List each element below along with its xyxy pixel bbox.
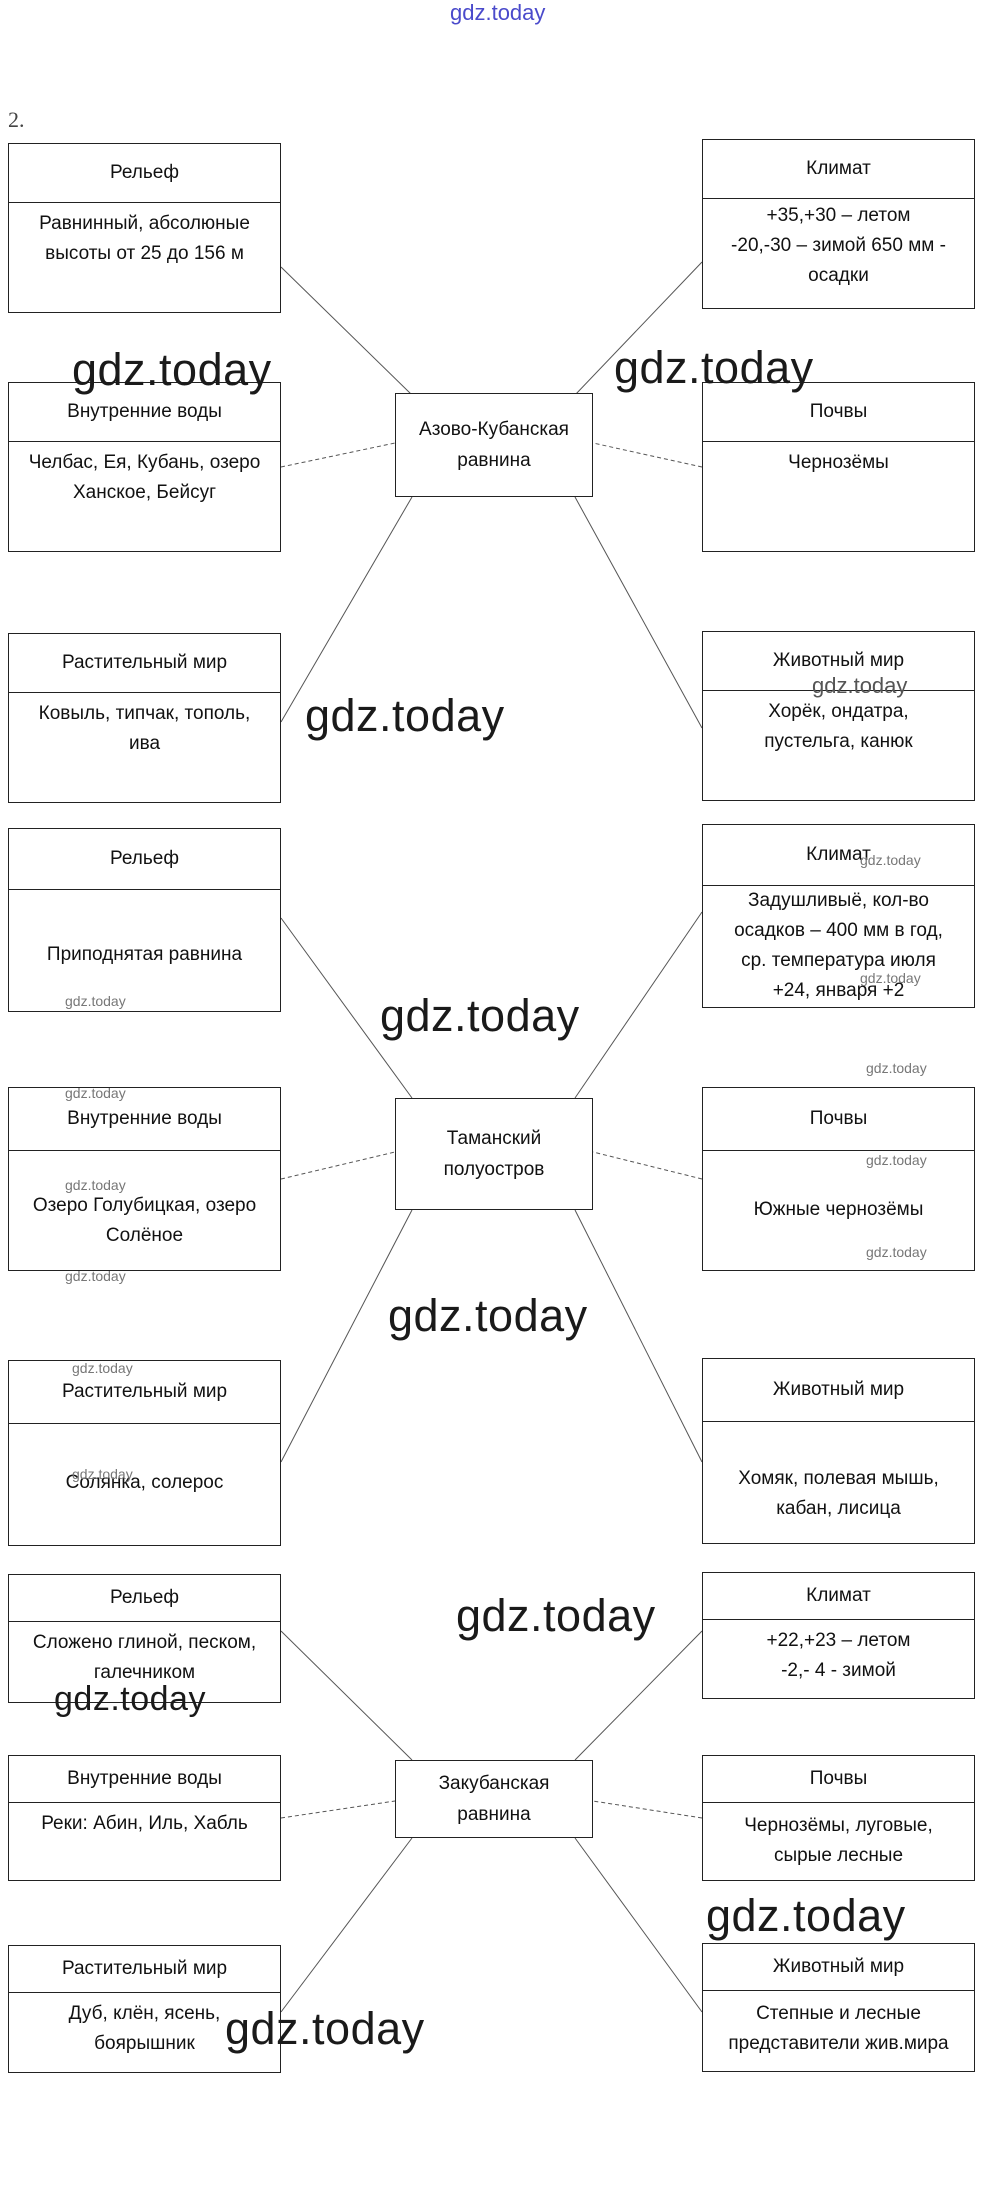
climate-box: Климат +35,+30 – летом -20,-30 – зимой 6…	[702, 139, 975, 309]
soils-box: Почвы Чернозёмы	[702, 382, 975, 552]
box-text: +35,+30 – летом -20,-30 – зимой 650 мм -…	[731, 205, 946, 286]
exercise-number: 2.	[8, 107, 25, 132]
box-text: Южные чернозёмы	[753, 1199, 924, 1220]
fauna-box: Животный мир Хорёк, ондатра, пустельга, …	[702, 631, 975, 801]
box-text: Чернозёмы	[788, 452, 889, 473]
box-text: Задушливыё, кол-во осадков – 400 мм в го…	[734, 890, 943, 1001]
relief-box: Рельеф Равнинный, абсолюные высоты от 25…	[8, 143, 281, 313]
watermark-small: gdz.today	[812, 673, 908, 698]
connector-line	[592, 1151, 703, 1180]
relief-box: Рельеф Сложено глиной, песком, галечнико…	[8, 1574, 281, 1703]
watermark: gdz.today	[456, 1590, 656, 1641]
box-title: Внутренние воды	[9, 1088, 280, 1151]
connector-line	[574, 261, 703, 396]
watermark-small: gdz.today	[65, 1177, 126, 1193]
climate-box: Климат Задушливыё, кол-во осадков – 400 …	[702, 824, 975, 1008]
connector-line	[574, 911, 703, 1099]
watermark: gdz.today	[225, 2003, 425, 2054]
watermark: gdz.today	[380, 990, 580, 1041]
box-text: Реки: Абин, Иль, Хабль	[41, 1813, 248, 1834]
connector-line	[280, 1630, 413, 1761]
climate-box: Климат +22,+23 – летом -2,- 4 - зимой	[702, 1572, 975, 1699]
connector-line	[280, 1151, 396, 1180]
connector-line	[280, 1837, 413, 2013]
box-title: Растительный мир	[9, 1946, 280, 1993]
soils-box: Почвы Чернозёмы, луговые, сырые лесные	[702, 1755, 975, 1881]
watermark: gdz.today	[72, 344, 272, 395]
connector-line	[592, 1800, 703, 1819]
region-center-box: Азово-Кубанская равнина	[395, 393, 593, 497]
watermark: gdz.today	[614, 342, 814, 393]
watermark-small: gdz.today	[65, 1085, 126, 1101]
fauna-box: Животный мир Степные и лесные представит…	[702, 1943, 975, 2072]
watermark: gdz.today	[54, 1680, 206, 1718]
connector-line	[592, 442, 703, 468]
box-title: Животный мир	[703, 1944, 974, 1991]
flora-box: Растительный мир Ковыль, типчак, тополь,…	[8, 633, 281, 803]
box-title: Почвы	[703, 383, 974, 442]
box-title: Почвы	[703, 1756, 974, 1803]
connector-line	[280, 1209, 413, 1463]
box-text: Равнинный, абсолюные высоты от 25 до 156…	[39, 213, 250, 264]
box-title: Растительный мир	[9, 1361, 280, 1424]
box-text: Ковыль, типчак, тополь, ива	[38, 703, 251, 754]
box-text: Приподнятая равнина	[46, 944, 243, 965]
box-title: Рельеф	[9, 144, 280, 203]
watermark: gdz.today	[305, 690, 505, 741]
connector-line	[280, 266, 413, 396]
box-text: Степные и лесные представители жив.мира	[728, 2003, 949, 2054]
connector-line	[574, 1837, 703, 2013]
watermark: gdz.today	[706, 1890, 906, 1941]
box-text: Озеро Голубицкая, озеро Солёное	[32, 1195, 257, 1246]
watermark-small: gdz.today	[860, 970, 921, 986]
box-title: Климат	[703, 140, 974, 199]
relief-box: Рельеф Приподнятая равнина	[8, 828, 281, 1012]
region-center-box: Закубанская равнина	[395, 1760, 593, 1838]
flora-box: Растительный мир Дуб, клён, ясень, бояры…	[8, 1945, 281, 2073]
watermark-small: gdz.today	[72, 1360, 133, 1376]
box-title: Климат	[703, 825, 974, 886]
box-title: Рельеф	[9, 1575, 280, 1622]
inner-waters-box: Внутренние воды Реки: Абин, Иль, Хабль	[8, 1755, 281, 1881]
watermark-small: gdz.today	[866, 1244, 927, 1260]
watermark-small: gdz.today	[866, 1060, 927, 1076]
watermark-small: gdz.today	[860, 852, 921, 868]
top-watermark: gdz.today	[450, 0, 546, 25]
connector-line	[574, 1630, 703, 1761]
box-title: Внутренние воды	[9, 1756, 280, 1803]
inner-waters-box: Внутренние воды Челбас, Ея, Кубань, озер…	[8, 382, 281, 552]
watermark: gdz.today	[388, 1290, 588, 1341]
box-title: Животный мир	[703, 632, 974, 691]
box-text: Хомяк, полевая мышь, кабан, лисица	[738, 1468, 939, 1519]
connector-line	[280, 1800, 396, 1819]
box-text: Солянка, солерос	[65, 1472, 224, 1493]
box-text: Хорёк, ондатра, пустельга, канюк	[764, 701, 913, 752]
soils-box: Почвы Южные чернозёмы	[702, 1087, 975, 1271]
connector-line	[280, 496, 413, 723]
flora-box: Растительный мир Солянка, солерос	[8, 1360, 281, 1546]
box-title: Внутренние воды	[9, 383, 280, 442]
box-text: Челбас, Ея, Кубань, озеро Ханское, Бейсу…	[28, 452, 261, 503]
watermark-small: gdz.today	[866, 1152, 927, 1168]
connector-line	[574, 1209, 703, 1463]
watermark-small: gdz.today	[65, 1268, 126, 1284]
box-title: Климат	[703, 1573, 974, 1620]
connector-line	[574, 496, 703, 729]
box-title: Животный мир	[703, 1359, 974, 1422]
connector-line	[280, 442, 396, 468]
box-title: Рельеф	[9, 829, 280, 890]
box-text: Дуб, клён, ясень, боярышник	[68, 2003, 221, 2054]
box-title: Почвы	[703, 1088, 974, 1151]
box-text: Чернозёмы, луговые, сырые лесные	[744, 1815, 933, 1866]
watermark-small: gdz.today	[72, 1466, 133, 1482]
inner-waters-box: Внутренние воды Озеро Голубицкая, озеро …	[8, 1087, 281, 1271]
watermark-small: gdz.today	[65, 993, 126, 1009]
box-title: Растительный мир	[9, 634, 280, 693]
box-text: +22,+23 – летом -2,- 4 - зимой	[766, 1630, 911, 1681]
region-center-box: Таманский полуостров	[395, 1098, 593, 1210]
box-text: Сложено глиной, песком, галечником	[32, 1632, 257, 1683]
connector-line	[280, 917, 413, 1099]
fauna-box: Животный мир Хомяк, полевая мышь, кабан,…	[702, 1358, 975, 1544]
